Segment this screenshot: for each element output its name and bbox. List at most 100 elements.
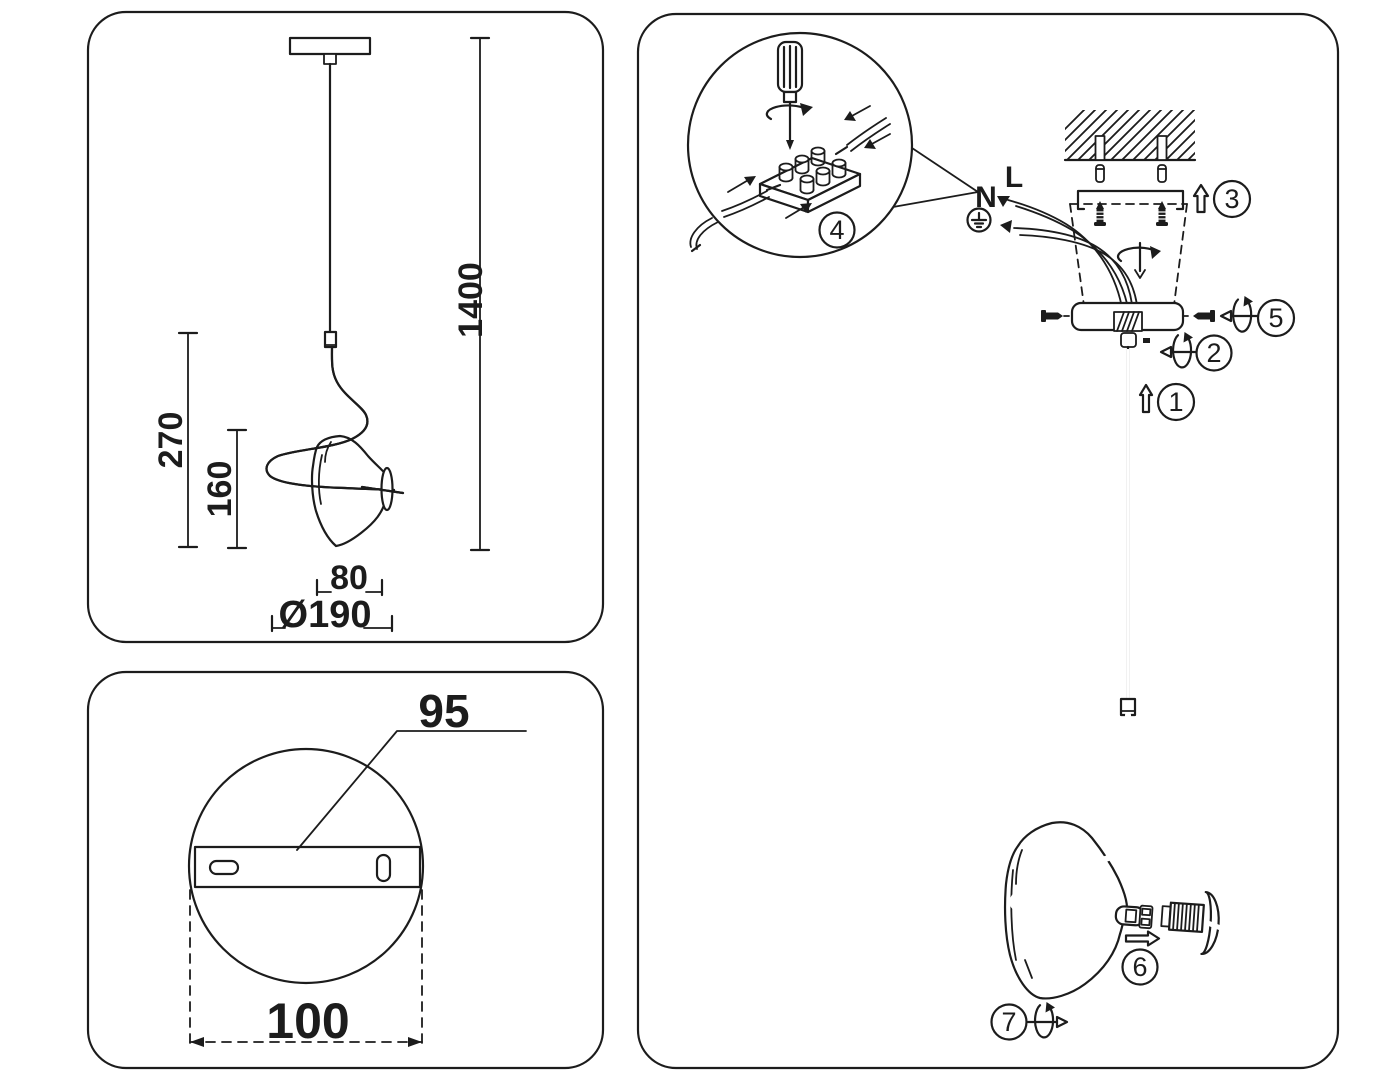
step-circle bbox=[1195, 334, 1233, 372]
canopy-circle bbox=[187, 747, 425, 985]
dimension-canopy-diameter: 100 bbox=[189, 889, 423, 1049]
wire-lug bbox=[690, 243, 702, 253]
rock-facet-line bbox=[1010, 869, 1017, 961]
g9-bulb bbox=[1160, 901, 1205, 934]
rotate-arrowhead bbox=[1183, 332, 1193, 343]
side-set-screw-right bbox=[1182, 310, 1215, 322]
rotate-arrowhead bbox=[1045, 1002, 1055, 1013]
bracket-slot-vertical bbox=[375, 853, 392, 883]
terminal-screw bbox=[778, 162, 794, 183]
shade-disc bbox=[1200, 890, 1220, 956]
socket-body bbox=[1114, 904, 1154, 930]
step-5-indicator: 5 bbox=[1219, 296, 1296, 338]
wire-to-neutral bbox=[1007, 199, 1124, 314]
rock-facet-line bbox=[324, 441, 332, 463]
panel-border bbox=[636, 12, 1340, 1070]
terminal-screw bbox=[831, 158, 847, 179]
left-arrowhead-icon bbox=[1219, 309, 1233, 323]
arrowhead bbox=[864, 139, 876, 149]
step-2-indicator: 2 bbox=[1159, 332, 1233, 372]
step-1-label: 1 bbox=[1168, 387, 1183, 417]
step-3-label: 3 bbox=[1224, 184, 1239, 214]
projection-dashed-line bbox=[1069, 203, 1086, 314]
right-arrow-icon bbox=[1124, 930, 1161, 947]
wire bbox=[723, 196, 770, 218]
screw-rotate-icon bbox=[1034, 1004, 1055, 1039]
arrow-icon bbox=[869, 133, 891, 146]
cable-gland bbox=[1113, 311, 1143, 332]
bracket-mounting bbox=[1069, 189, 1188, 314]
step-6-label: 6 bbox=[1132, 952, 1147, 982]
wire-to-earth-pair bbox=[1019, 234, 1139, 314]
rock-facet-line bbox=[317, 454, 323, 505]
spiral-tube-inner bbox=[1009, 712, 1192, 922]
terminal-screw bbox=[799, 174, 815, 195]
cord-grip bbox=[1120, 332, 1137, 348]
dim-diameter-label: Ø190 bbox=[279, 594, 372, 636]
terminal-screw bbox=[815, 166, 831, 187]
ceiling-hatch bbox=[1065, 110, 1195, 160]
step-7-indicator: 7 bbox=[990, 1002, 1069, 1041]
dimension-shade-height: 160 bbox=[201, 428, 248, 550]
mounting-screw bbox=[1094, 201, 1106, 226]
dim-arrow-right bbox=[408, 1037, 422, 1047]
drilled-hole bbox=[1156, 135, 1168, 161]
dim-270-label: 270 bbox=[152, 412, 190, 469]
arrow-icon bbox=[849, 105, 871, 118]
terminal-screw bbox=[810, 146, 826, 167]
wire-bare-tip bbox=[834, 145, 849, 156]
wire bbox=[721, 190, 768, 212]
down-arrowhead bbox=[1134, 269, 1146, 279]
wire-arrowhead bbox=[997, 196, 1010, 207]
arrowhead bbox=[844, 111, 856, 121]
cord-stem bbox=[323, 53, 337, 65]
terminal-screw bbox=[794, 154, 810, 175]
screwdriver-tip bbox=[786, 140, 794, 150]
rotate-arrow-icon bbox=[765, 104, 808, 121]
live-label: L bbox=[1005, 161, 1023, 194]
screwdriver-icon bbox=[765, 40, 813, 150]
step-circle bbox=[1256, 298, 1296, 338]
mounting-screw bbox=[1156, 201, 1168, 226]
dim-1400-label: 1400 bbox=[452, 262, 490, 338]
neutral-label: N bbox=[975, 181, 997, 214]
step-circle bbox=[990, 1003, 1028, 1041]
wire bbox=[689, 217, 713, 248]
arrowhead bbox=[744, 176, 756, 186]
rock-shade bbox=[1003, 821, 1129, 1000]
screwdriver-ferrule bbox=[782, 90, 798, 104]
step-7-label: 7 bbox=[1001, 1007, 1016, 1037]
earth-circle bbox=[966, 207, 992, 233]
callout-leader-line bbox=[892, 191, 979, 208]
panel-installation-steps: 4 N L bbox=[636, 12, 1340, 1070]
up-arrow-icon bbox=[1138, 383, 1154, 414]
ceiling-plate bbox=[288, 36, 372, 56]
rock-shade bbox=[310, 434, 390, 548]
step-1-indicator: 1 bbox=[1138, 382, 1196, 422]
dimension-total-height: 1400 bbox=[452, 36, 491, 552]
rotate-arrowhead bbox=[1150, 246, 1161, 259]
left-arrowhead-icon bbox=[1159, 345, 1173, 359]
step-4-label: 4 bbox=[829, 215, 844, 245]
wire-to-earth bbox=[1013, 227, 1134, 314]
terminal-block bbox=[689, 105, 891, 253]
pendant-hanging-assembly: 6 7 bbox=[990, 345, 1240, 1041]
canopy-assembly bbox=[1041, 301, 1215, 348]
leader-bracket-length: 95 bbox=[296, 685, 527, 851]
arrowhead bbox=[800, 203, 812, 213]
wire-to-neutral-pair bbox=[1015, 205, 1130, 314]
step-2-label: 2 bbox=[1206, 338, 1221, 368]
ceiling-section bbox=[1063, 110, 1197, 183]
side-rod-inner bbox=[1206, 920, 1240, 937]
dimension-shade-top-width: 80 bbox=[315, 559, 384, 597]
side-set-screw-left bbox=[1041, 310, 1074, 322]
panel-canopy-top-view: 95 100 bbox=[86, 670, 605, 1070]
drilled-hole bbox=[1094, 135, 1106, 161]
dimension-shade-diameter: Ø190 bbox=[270, 594, 394, 636]
leader-line bbox=[296, 730, 527, 851]
wires bbox=[689, 117, 891, 253]
step-circle bbox=[818, 211, 856, 249]
mains-wires bbox=[997, 196, 1139, 314]
rock-facet-line bbox=[1015, 849, 1023, 885]
insert-arrows bbox=[727, 105, 891, 219]
